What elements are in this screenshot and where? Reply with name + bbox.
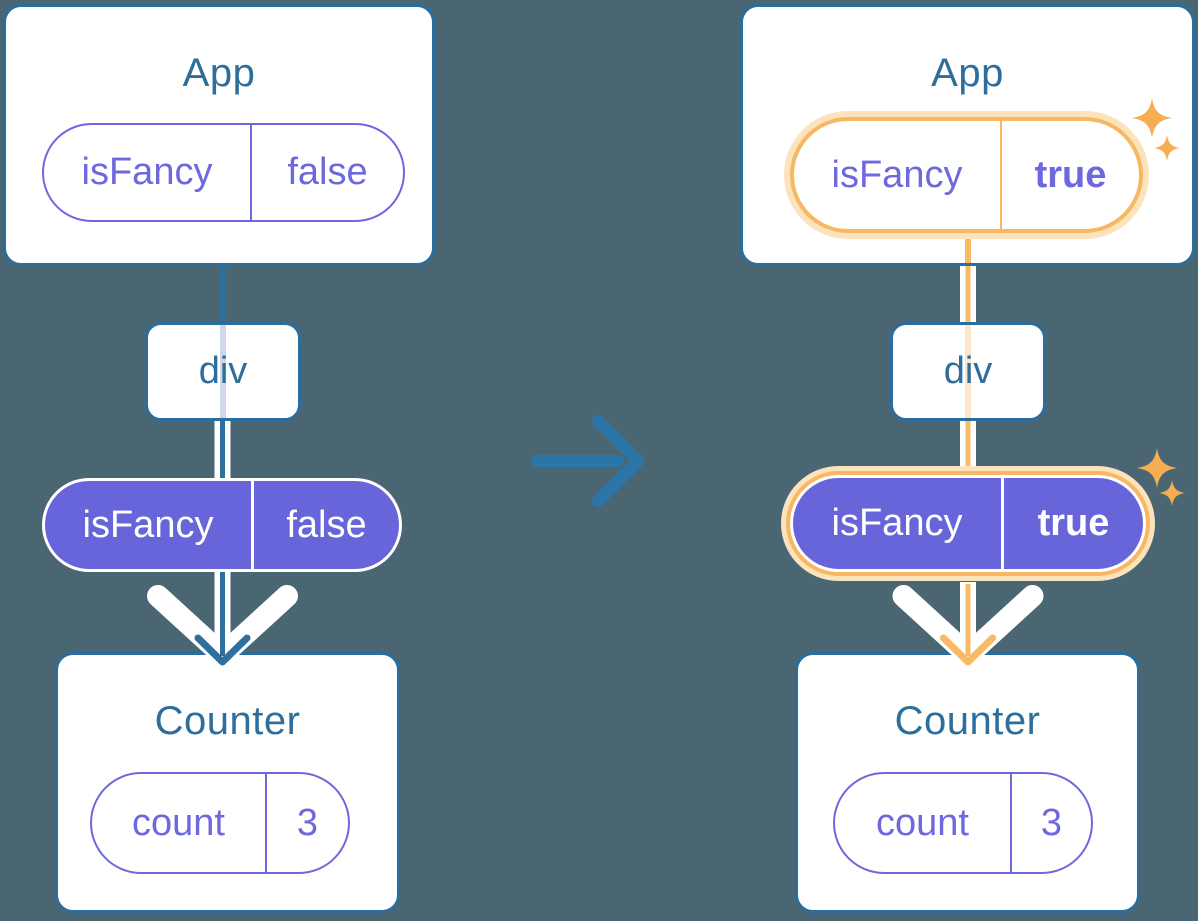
counter-card-title: Counter [894,699,1041,743]
app-card-title: App [931,51,1004,95]
prop-value: false [251,481,399,569]
sparkle-icon [1137,448,1185,506]
prop-pill-highlighted: isFancy true [790,475,1146,572]
state-to-edge-line [965,231,971,263]
state-value: false [250,125,403,220]
counter-card: Counter count 3 [795,652,1140,913]
div-node: div [890,322,1046,421]
counter-card: Counter count 3 [55,652,400,913]
right-pass-chevron [892,585,1044,666]
app-card: App isFancy true [740,4,1195,266]
div-node-label: div [198,350,248,392]
state-name: count [876,801,969,844]
state-value: 3 [1010,774,1091,872]
state-pill: count 3 [90,772,350,874]
sparkle-icon [1132,98,1180,161]
prop-pill: isFancy false [42,478,402,572]
state-pill-highlighted: isFancy true [790,117,1143,233]
transition-arrow-icon [531,415,644,507]
prop-value: true [1001,478,1143,569]
app-card-title: App [182,51,256,95]
left-pass-chevron [147,585,298,666]
prop-name: isFancy [82,503,214,546]
state-name: isFancy [81,151,213,193]
pass-through-line [220,325,226,418]
div-node-label: div [943,350,993,392]
pass-through-line [965,325,971,418]
state-name: count [132,801,225,844]
app-card: App isFancy false [3,4,435,266]
state-value: 3 [265,774,348,872]
counter-card-title: Counter [154,699,301,743]
state-value: true [1000,121,1139,229]
state-name: isFancy [831,153,963,196]
div-node: div [145,322,301,421]
state-pill: isFancy false [42,123,405,222]
state-pill: count 3 [833,772,1093,874]
prop-name: isFancy [831,502,963,544]
